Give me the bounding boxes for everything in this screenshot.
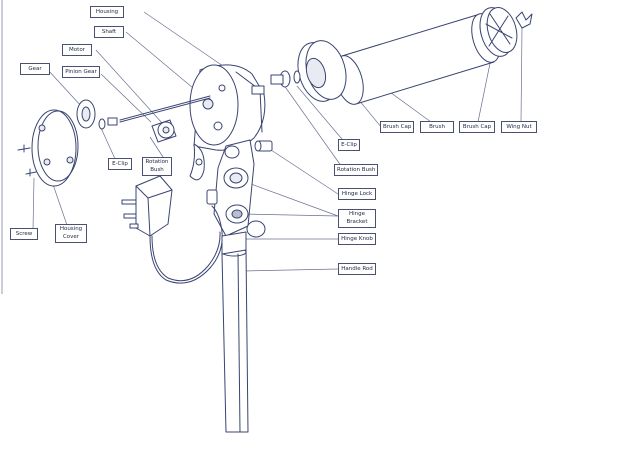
- label-hinge-bracket: Hinge Bracket: [338, 209, 376, 228]
- label-screw: Screw: [10, 228, 38, 240]
- shaft: [119, 95, 211, 121]
- label-housing-cover: Housing Cover: [55, 224, 87, 243]
- label-handle-rod: Handle Rod: [338, 263, 376, 275]
- label-e-clip-top: E-Clip: [338, 139, 360, 151]
- handle-rod: [221, 231, 249, 433]
- label-housing: Housing: [90, 6, 124, 18]
- label-shaft: Shaft: [94, 26, 124, 38]
- leader-lines: [32, 11, 523, 272]
- label-hinge-knob: Hinge Knob: [338, 233, 376, 245]
- hinge-assembly: [206, 139, 273, 238]
- label-e-clip-left: E-Clip: [108, 158, 132, 170]
- label-wing-nut: Wing Nut: [501, 121, 537, 133]
- rotation-bush: [189, 143, 205, 181]
- label-hinge-lock: Hinge Lock: [338, 188, 376, 200]
- housing-cover: [17, 109, 79, 187]
- label-brush-cap-left: Brush Cap: [380, 121, 414, 133]
- motor: [151, 119, 177, 143]
- brush-assembly: [270, 7, 533, 105]
- charger-plug: [121, 175, 223, 284]
- label-rotation-bush-top: Rotation Bush: [334, 164, 378, 176]
- label-brush-cap-right: Brush Cap: [459, 121, 495, 133]
- gear-set: [76, 99, 118, 130]
- label-gear: Gear: [20, 63, 50, 75]
- label-motor: Motor: [62, 44, 92, 56]
- label-rotation-bush-left: Rotation Bush: [142, 157, 172, 176]
- housing: [189, 64, 266, 151]
- label-brush: Brush: [420, 121, 454, 133]
- label-pinion-gear: Pinion Gear: [62, 66, 100, 78]
